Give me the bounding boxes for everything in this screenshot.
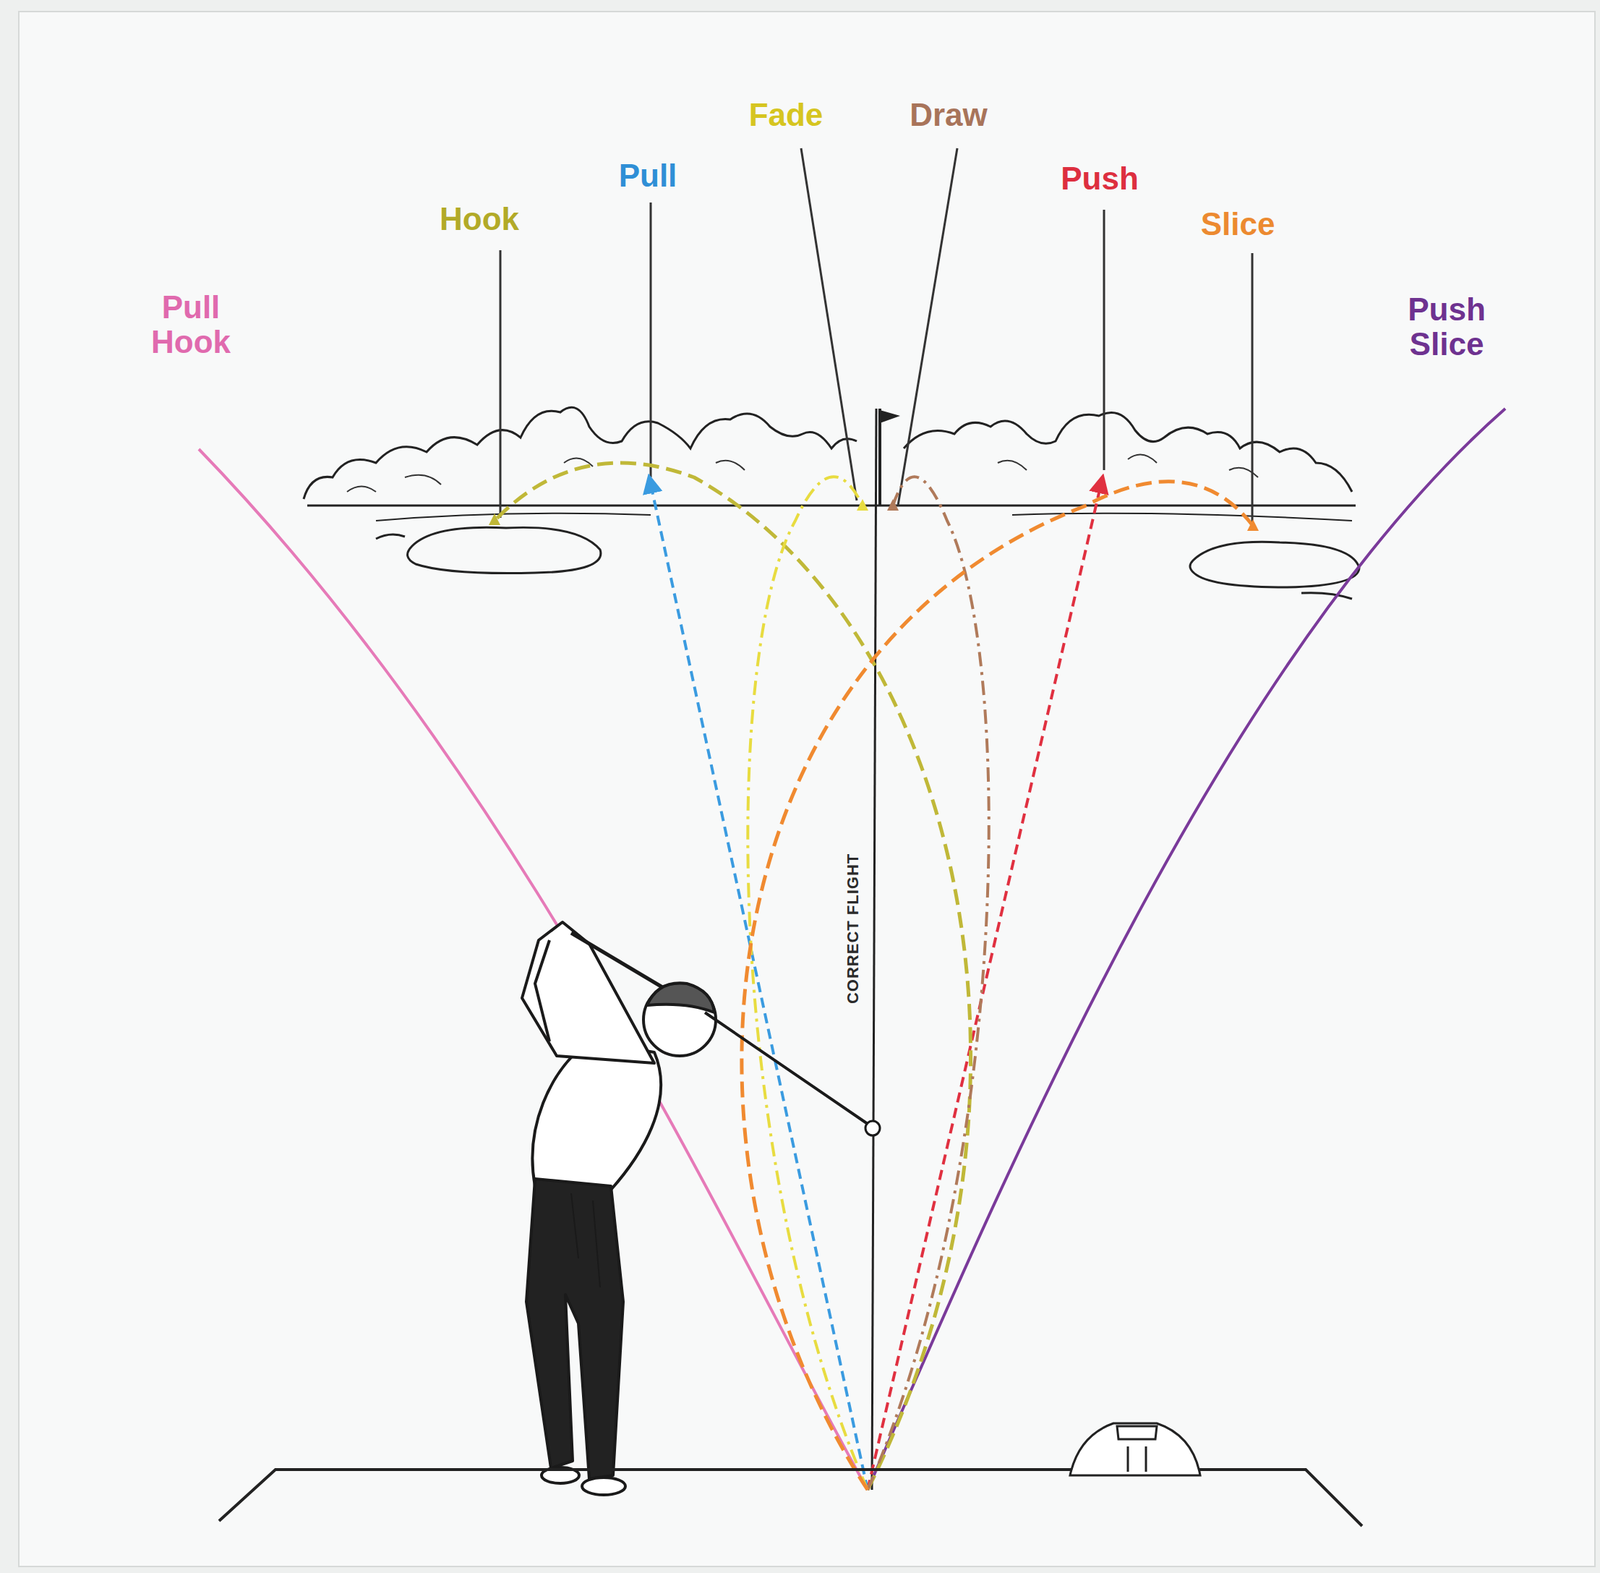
paper-panel [18, 11, 1595, 1567]
shot-label: Push [1060, 161, 1139, 196]
hook-flight [494, 462, 971, 1490]
flag-pole [878, 408, 882, 506]
tee-marker [1070, 1422, 1201, 1475]
shot-label: Fade [749, 97, 824, 133]
green-edge [375, 513, 1353, 521]
tee-ground [219, 1469, 1363, 1526]
shot-label: Hook [439, 201, 520, 237]
horizon-line [307, 504, 1356, 507]
draw-flight [867, 476, 990, 1490]
flag [879, 409, 901, 423]
shot-label: Pull Hook [151, 289, 231, 359]
axis-label: CORRECT FLIGHT [843, 850, 863, 1007]
fade-flight [747, 476, 868, 1490]
push-flight [867, 477, 1103, 1490]
correct-flight-line [871, 408, 877, 1490]
shot-label: Slice [1200, 206, 1276, 242]
golfer-figure [522, 921, 880, 1495]
bunker [375, 527, 601, 573]
shot-label: Push Slice [1407, 292, 1486, 361]
tree-detail [347, 454, 1259, 492]
bunker [1190, 541, 1360, 599]
pull-hook-flight [198, 448, 868, 1490]
landing-marks [488, 498, 1259, 531]
shot-label: Draw [909, 97, 988, 133]
slice-flight [741, 481, 1253, 1490]
shot-label: Pull [618, 158, 678, 194]
